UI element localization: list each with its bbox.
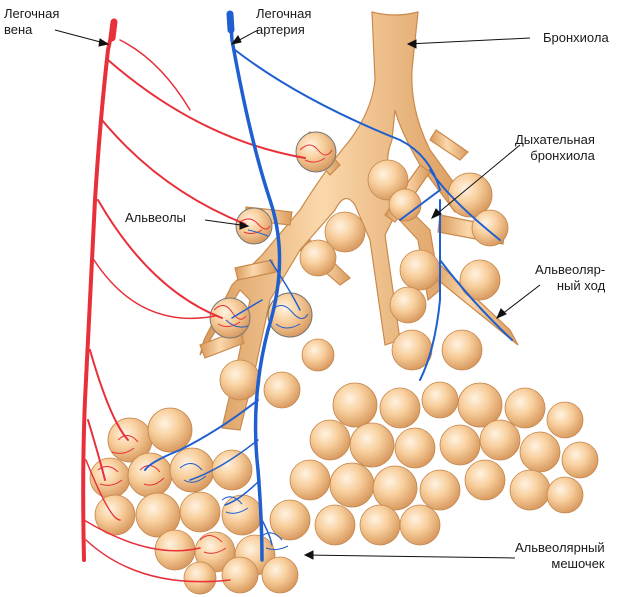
label-alveolar-duct-line2: ный ход [535, 278, 605, 294]
label-respiratory-bronchiole-line2: бронхиола [515, 148, 595, 164]
label-pulmonary-vein: Легочная вена [4, 6, 59, 38]
label-alveolar-duct-line1: Альвеоляр- [535, 262, 605, 278]
label-pulmonary-artery: Легочная артерия [256, 6, 311, 38]
label-respiratory-bronchiole-line1: Дыхательная [515, 132, 595, 148]
label-alveolar-sac: Альвеолярный мешочек [515, 540, 605, 572]
label-bronchiole: Бронхиола [543, 30, 609, 46]
label-alveoli: Альвеолы [125, 210, 186, 226]
label-pulmonary-artery-line1: Легочная [256, 6, 311, 22]
label-alveolar-duct: Альвеоляр- ный ход [535, 262, 605, 294]
label-alveolar-sac-line2: мешочек [515, 556, 605, 572]
label-pulmonary-vein-line1: Легочная [4, 6, 59, 22]
label-respiratory-bronchiole: Дыхательная бронхиола [515, 132, 595, 164]
label-alveolar-sac-line1: Альвеолярный [515, 540, 605, 556]
label-pulmonary-artery-line2: артерия [256, 22, 311, 38]
label-pulmonary-vein-line2: вена [4, 22, 59, 38]
